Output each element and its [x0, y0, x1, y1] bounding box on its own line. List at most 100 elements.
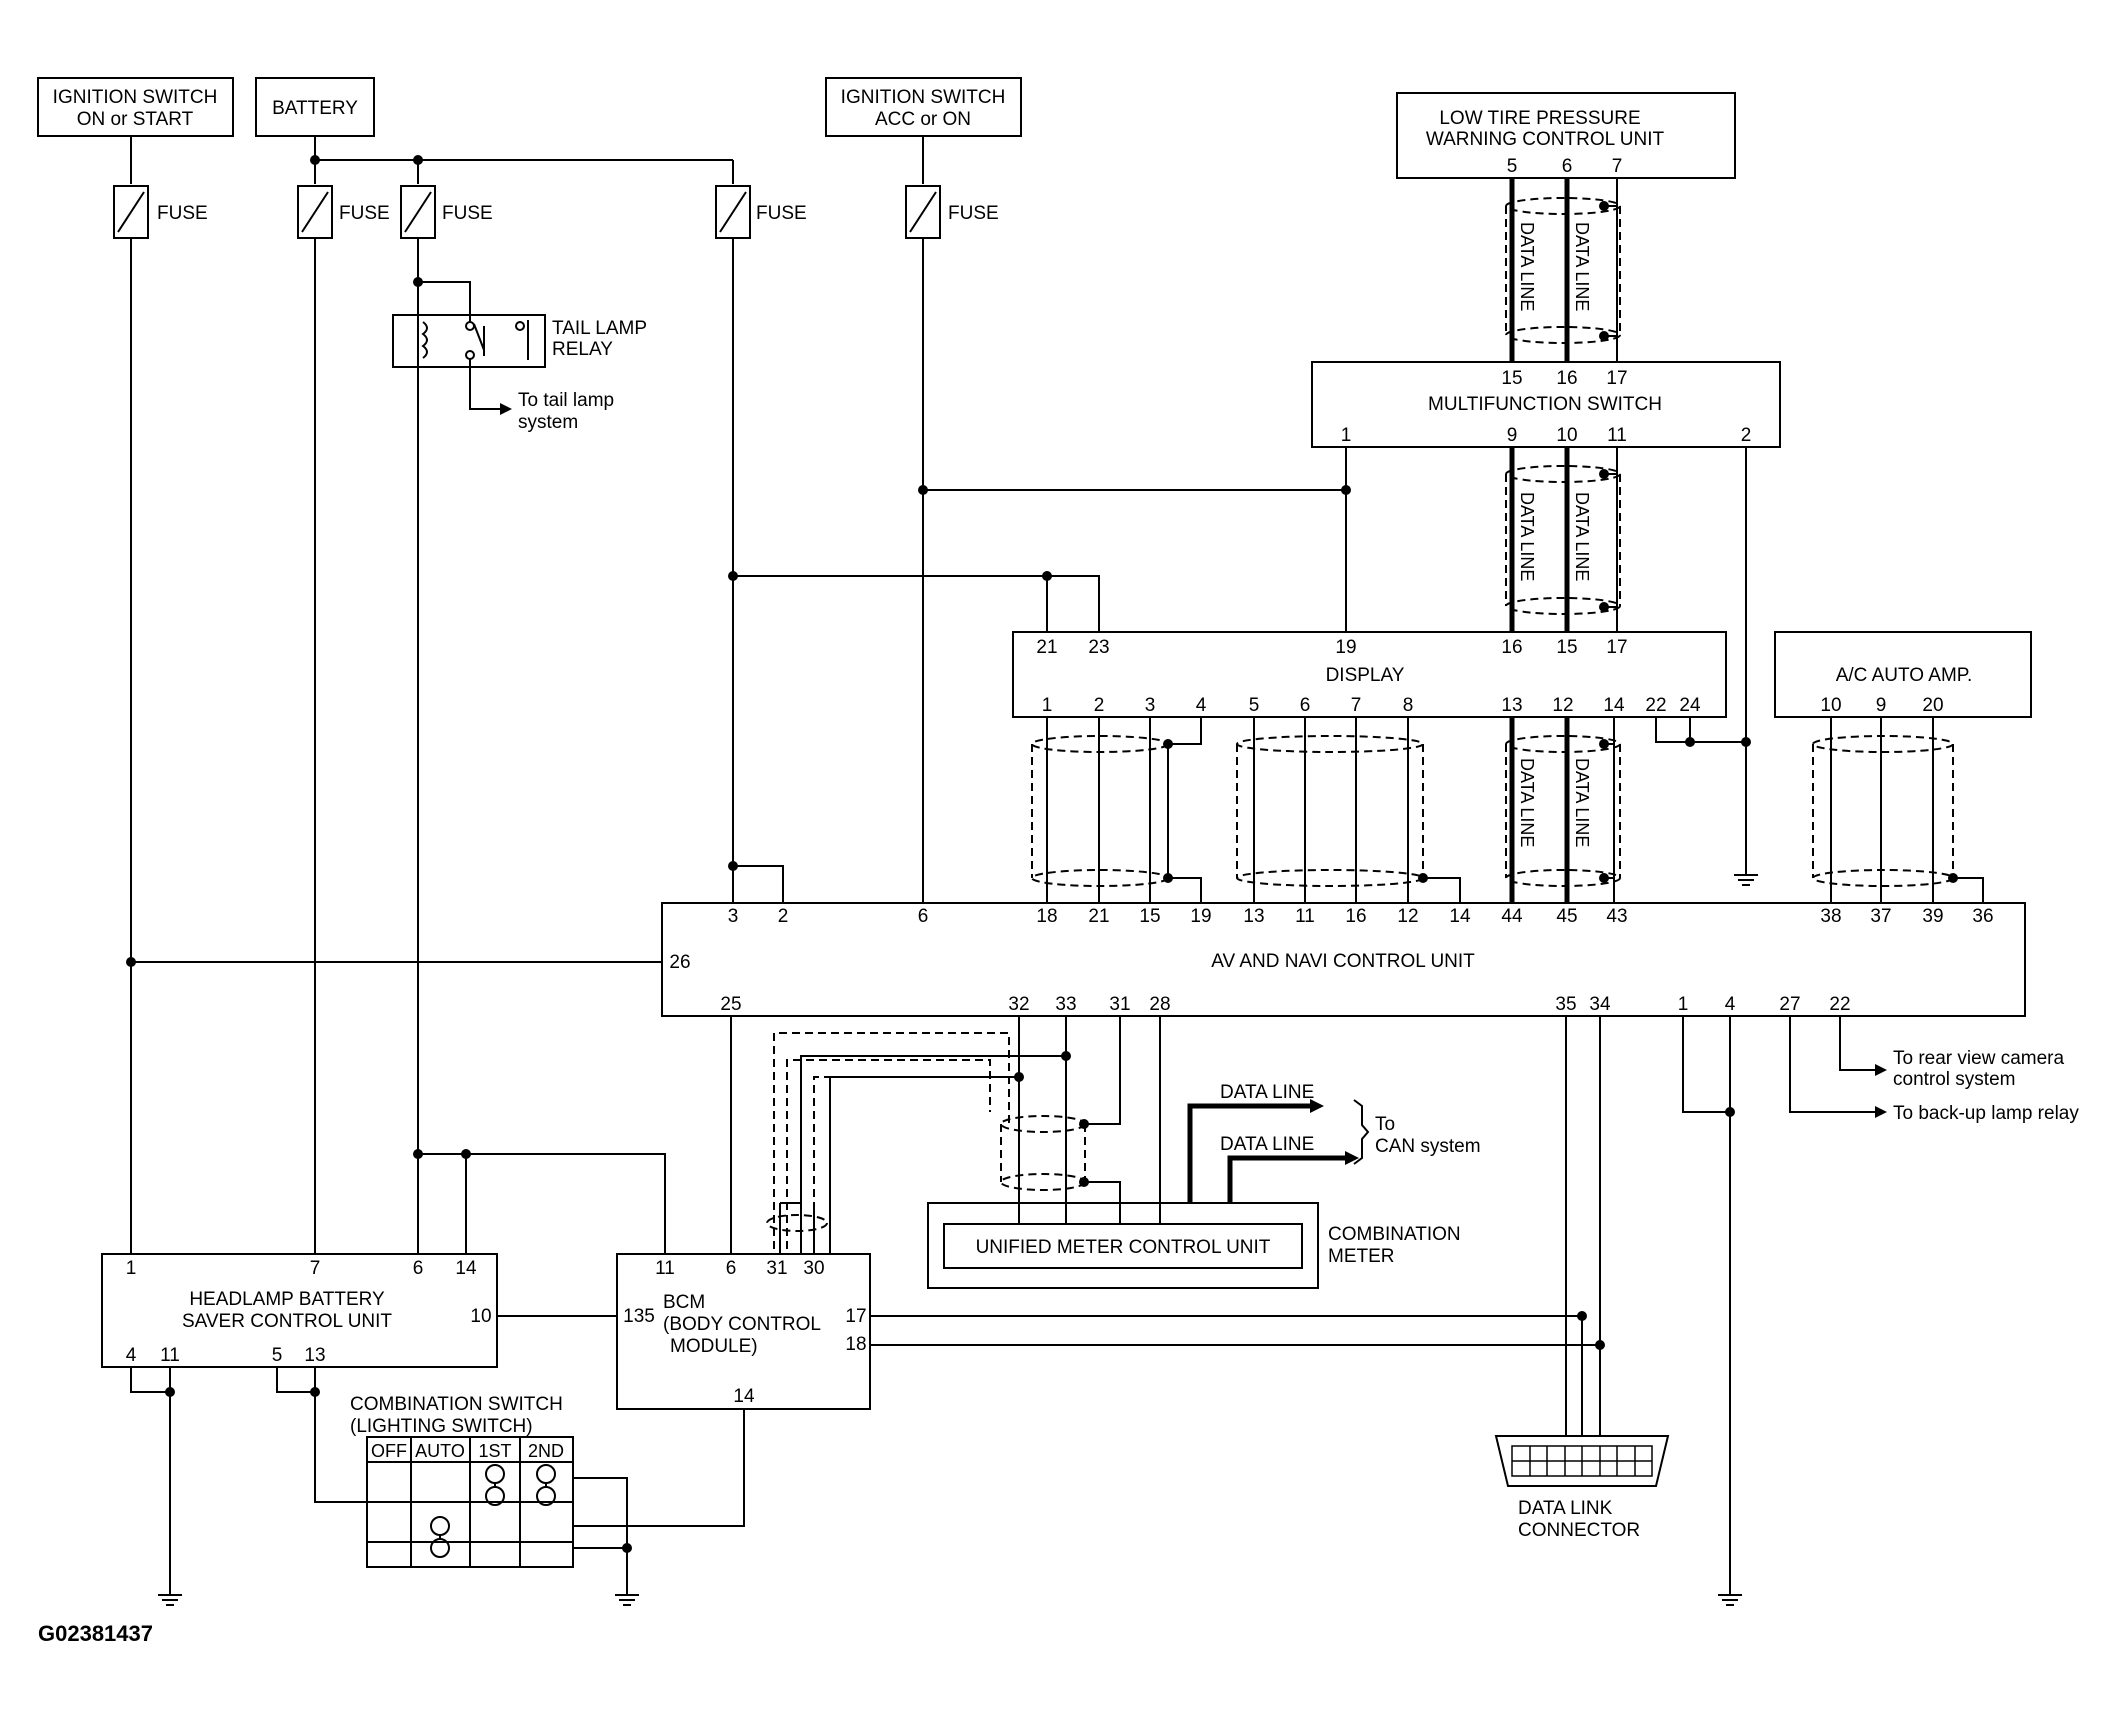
battery-feed-wires	[314, 238, 666, 1254]
junction-dot	[1042, 571, 1052, 581]
data-line-label: DATA LINE	[1517, 492, 1537, 581]
av-pin: 19	[1190, 906, 1211, 927]
junction-dot	[1341, 485, 1351, 495]
to-can-label-1: To	[1375, 1114, 1395, 1135]
bcm-title-1: BCM	[663, 1292, 705, 1313]
ac-amp-pin: 10	[1820, 695, 1841, 716]
fuse-2: FUSE	[297, 185, 390, 239]
unified-meter-label: UNIFIED METER CONTROL UNIT	[976, 1237, 1271, 1258]
display-pin: 6	[1300, 695, 1311, 716]
av-navi-control-unit: 3 2 6 18 21 15 19 13 11 16 12 14 44 45 4…	[661, 902, 2026, 1017]
fuse-1: FUSE	[113, 185, 208, 239]
bcm-pin: 6	[726, 1258, 737, 1279]
display-pin: 19	[1335, 637, 1356, 658]
fuse-label: FUSE	[948, 203, 999, 224]
display-pin: 22	[1645, 695, 1666, 716]
fuse-label: FUSE	[157, 203, 208, 224]
ignition-on-start-box: IGNITION SWITCH ON or START	[37, 77, 234, 137]
data-line-label: DATA LINE	[1517, 758, 1537, 847]
display-pin: 4	[1196, 695, 1207, 716]
junction-dot	[310, 155, 320, 165]
mfs-pin: 17	[1606, 368, 1627, 389]
av-pin: 34	[1589, 994, 1611, 1015]
av-pin: 14	[1449, 906, 1471, 927]
headlamp-pin: 5	[272, 1345, 283, 1366]
bcm-pin: 18	[845, 1334, 866, 1355]
bcm-pin: 30	[803, 1258, 824, 1279]
combination-switch-title-1: COMBINATION SWITCH	[350, 1394, 563, 1415]
mfs-pin: 1	[1341, 425, 1352, 446]
tpms-title-2: WARNING CONTROL UNIT	[1426, 129, 1665, 150]
junction-dot	[728, 861, 738, 871]
bcm-meter-signal-wires	[800, 1055, 1066, 1262]
bundle-display-1-4	[1031, 717, 1202, 903]
ac-amp-title: A/C AUTO AMP.	[1836, 665, 1973, 686]
av-pin: 18	[1036, 906, 1057, 927]
ignition-acc-on-box: IGNITION SWITCH ACC or ON	[825, 77, 1022, 137]
multifunction-switch: 15 16 17 MULTIFUNCTION SWITCH 1 9 10 11 …	[1311, 361, 1781, 448]
tpms-pin: 6	[1562, 156, 1573, 177]
tail-lamp-relay: TAIL LAMP RELAY	[392, 281, 647, 368]
av-pin: 28	[1149, 994, 1170, 1015]
switch-ground-wire	[573, 1477, 628, 1595]
av-pin: 45	[1556, 906, 1577, 927]
av-pin: 6	[918, 906, 929, 927]
av-pin: 15	[1139, 906, 1160, 927]
display-pin: 16	[1501, 637, 1522, 658]
av-pin: 12	[1397, 906, 1418, 927]
headlamp-pin: 14	[455, 1258, 477, 1279]
arrow-right-icon	[1875, 1106, 1887, 1118]
meter-shield-wire	[1084, 1181, 1121, 1224]
rear-camera-wire	[1839, 1016, 1875, 1071]
junction-dot	[728, 571, 738, 581]
av-pin: 4	[1725, 994, 1736, 1015]
to-rear-camera-2: control system	[1893, 1069, 2015, 1090]
bundle-display-5-8	[1236, 717, 1461, 903]
tail-lamp-relay-label-1: TAIL LAMP	[552, 318, 647, 339]
dlc-label-2: CONNECTOR	[1518, 1520, 1640, 1541]
junction-dot	[310, 1387, 320, 1397]
ground-icon	[158, 1594, 182, 1606]
headlamp-pin: 6	[413, 1258, 424, 1279]
data-link-connector: DATA LINK CONNECTOR	[1494, 1435, 1670, 1541]
av-pin: 44	[1501, 906, 1523, 927]
bcm-pin: 14	[733, 1386, 755, 1407]
figure-id: G02381437	[38, 1621, 153, 1646]
combination-switch-title-2: (LIGHTING SWITCH)	[350, 1416, 533, 1437]
bundle-display-data: DATA LINE DATA LINE	[1505, 717, 1621, 903]
av-pin: 22	[1829, 994, 1850, 1015]
mfs-data-line-bundle: DATA LINE DATA LINE	[1505, 447, 1621, 632]
dlc-wires	[1565, 1016, 1601, 1466]
ac-amp-pin: 9	[1876, 695, 1887, 716]
data-line-label: DATA LINE	[1572, 222, 1592, 311]
to-rear-camera-1: To rear view camera	[1893, 1048, 2064, 1069]
to-can-label-2: CAN system	[1375, 1136, 1481, 1157]
av-pin: 35	[1555, 994, 1576, 1015]
headlamp-switch-wire	[276, 1367, 367, 1503]
data-line-label: DATA LINE	[1517, 222, 1537, 311]
av-pin: 16	[1345, 906, 1366, 927]
av-pin: 11	[1295, 906, 1315, 927]
dlc-label-1: DATA LINK	[1518, 1498, 1613, 1519]
bcm-shield-inner	[813, 1076, 1019, 1262]
bcm-can-wires	[870, 1315, 1600, 1466]
headlamp-pin: 4	[126, 1345, 137, 1366]
arrow-right-icon	[1345, 1151, 1359, 1165]
battery-bus	[314, 136, 734, 184]
headlamp-title-1: HEADLAMP BATTERY	[189, 1289, 385, 1310]
av-pin: 43	[1606, 906, 1627, 927]
tail-lamp-feed	[469, 359, 500, 410]
battery-label: BATTERY	[272, 98, 358, 119]
bcm-31-30-wires	[779, 1202, 815, 1262]
combination-meter: UNIFIED METER CONTROL UNIT COMBINATION M…	[927, 1202, 1461, 1289]
bcm-unit: 11 6 31 30 135 BCM (BODY CONTROL MODULE)…	[616, 1253, 871, 1410]
av-pin: 2	[778, 906, 789, 927]
combination-switch: COMBINATION SWITCH (LIGHTING SWITCH) OFF…	[350, 1394, 574, 1568]
data-line-label: DATA LINE	[1572, 492, 1592, 581]
can-data-line-label-2: DATA LINE	[1220, 1134, 1314, 1155]
tpms-pin: 7	[1612, 156, 1623, 177]
fuse-4: FUSE	[715, 185, 807, 239]
meter-wires	[1018, 1016, 1161, 1224]
fuse-label: FUSE	[756, 203, 807, 224]
